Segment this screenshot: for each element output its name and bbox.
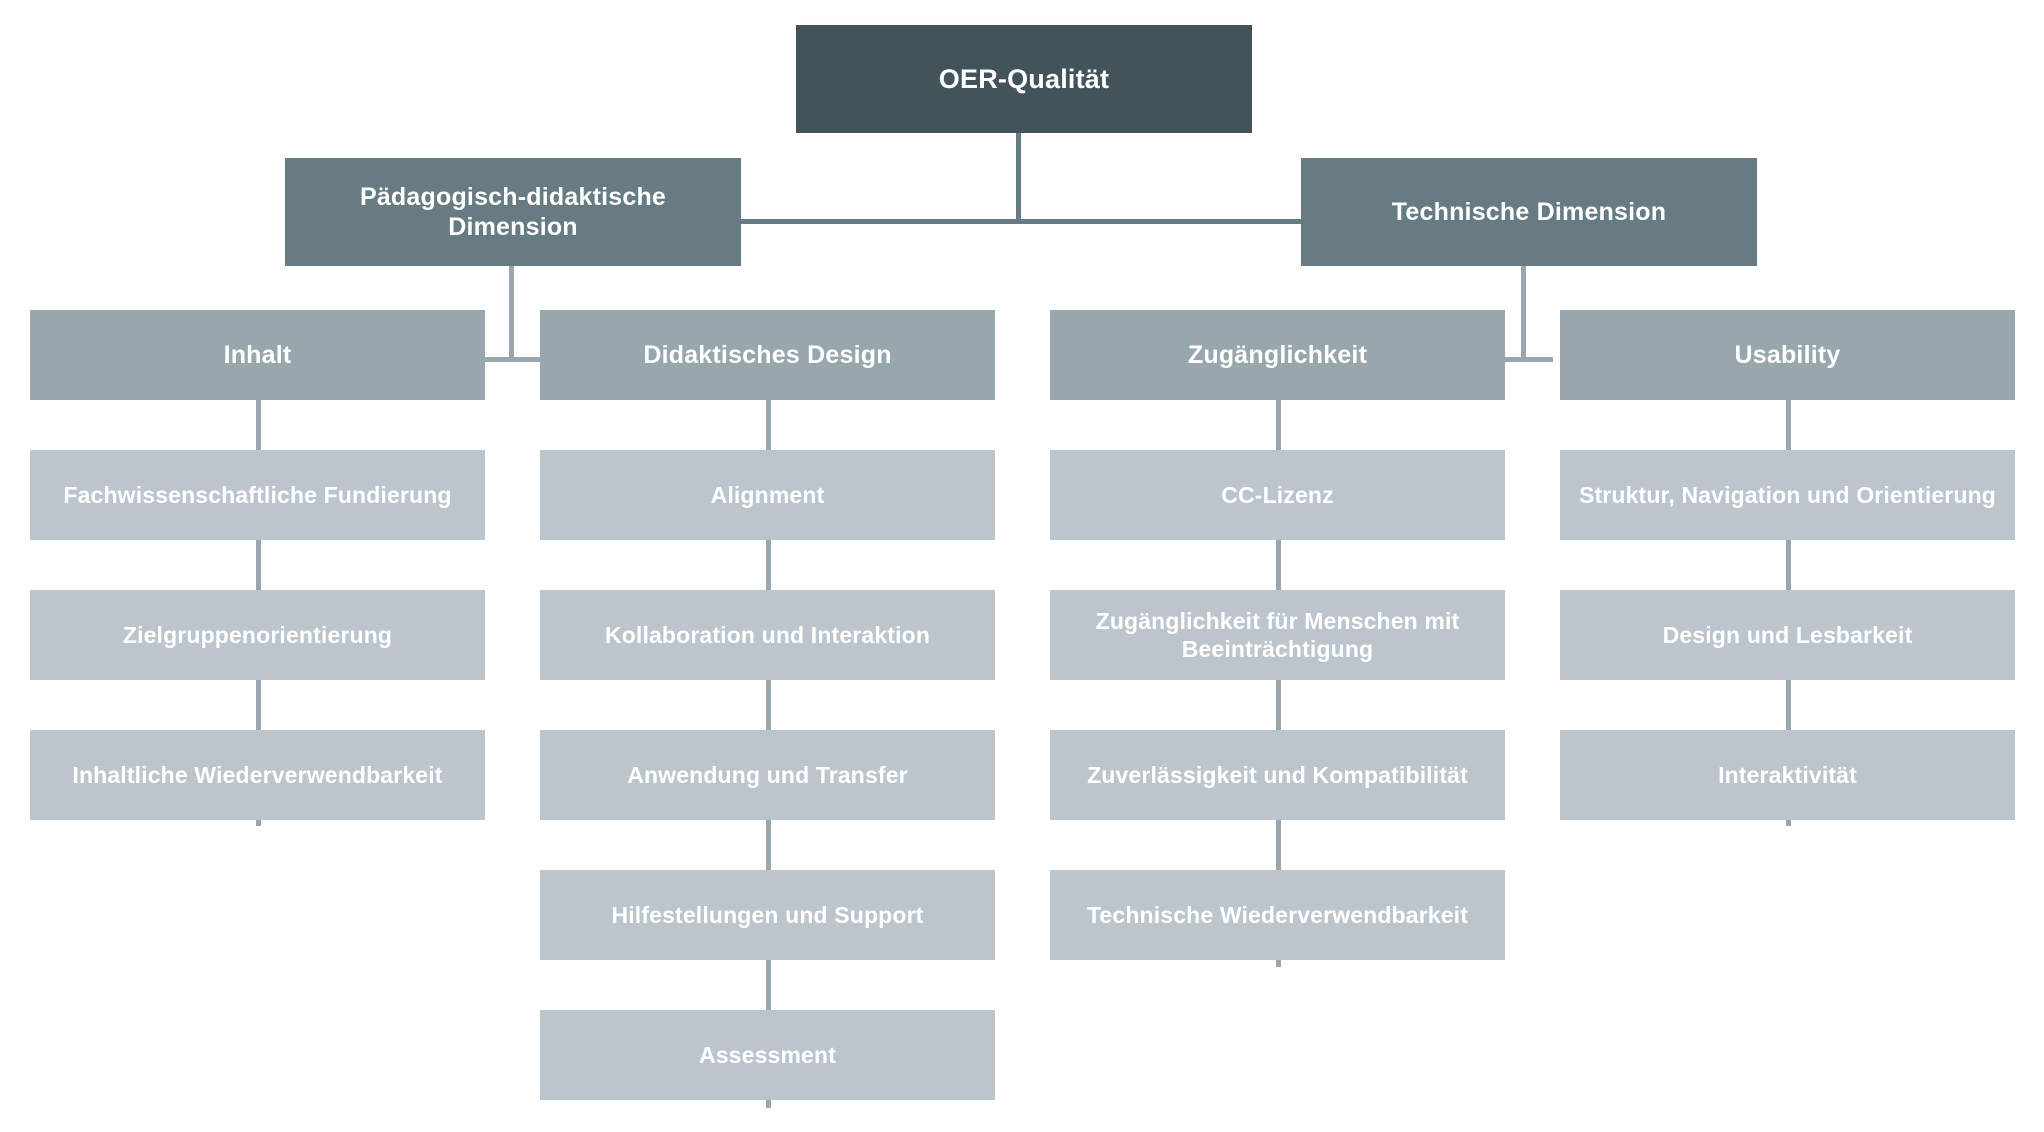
connector-root-vertical — [1016, 133, 1021, 223]
connector-technical-vertical — [1521, 265, 1526, 361]
node-root-oer-qualitaet[interactable]: OER-Qualität — [796, 25, 1252, 133]
node-criterion-anwendung-und-transfer[interactable]: Anwendung und Transfer — [540, 730, 995, 820]
connector-technical-horizontal — [1495, 357, 1553, 362]
node-category-zugaenglichkeit[interactable]: Zugänglichkeit — [1050, 310, 1505, 400]
node-criterion-zielgruppenorientierung[interactable]: Zielgruppenorientierung — [30, 590, 485, 680]
node-category-inhalt[interactable]: Inhalt — [30, 310, 485, 400]
node-criterion-zuverlaessigkeit-und-kompatibilitaet[interactable]: Zuverlässigkeit und Kompatibilität — [1050, 730, 1505, 820]
node-criterion-alignment[interactable]: Alignment — [540, 450, 995, 540]
node-dimension-technical[interactable]: Technische Dimension — [1301, 158, 1757, 266]
connector-pedagogical-vertical — [509, 265, 514, 361]
connector-column-zugaenglichkeit — [1276, 400, 1281, 967]
node-criterion-inhaltliche-wiederverwendbarkeit[interactable]: Inhaltliche Wiederverwendbarkeit — [30, 730, 485, 820]
node-criterion-zugaenglichkeit-beeintraechtigung[interactable]: Zugänglichkeit für Menschen mit Beeinträ… — [1050, 590, 1505, 680]
connector-pedagogical-horizontal — [483, 357, 541, 362]
node-criterion-interaktivitaet[interactable]: Interaktivität — [1560, 730, 2015, 820]
node-criterion-fachwissenschaftliche-fundierung[interactable]: Fachwissenschaftliche Fundierung — [30, 450, 485, 540]
node-criterion-assessment[interactable]: Assessment — [540, 1010, 995, 1100]
node-category-usability[interactable]: Usability — [1560, 310, 2015, 400]
connector-dimension-horizontal — [740, 219, 1302, 224]
node-criterion-technische-wiederverwendbarkeit[interactable]: Technische Wiederverwendbarkeit — [1050, 870, 1505, 960]
node-criterion-struktur-navigation-orientierung[interactable]: Struktur, Navigation und Orientierung — [1560, 450, 2015, 540]
node-criterion-design-und-lesbarkeit[interactable]: Design und Lesbarkeit — [1560, 590, 2015, 680]
node-category-didaktisches-design[interactable]: Didaktisches Design — [540, 310, 995, 400]
node-criterion-hilfestellungen-und-support[interactable]: Hilfestellungen und Support — [540, 870, 995, 960]
node-criterion-cc-lizenz[interactable]: CC-Lizenz — [1050, 450, 1505, 540]
node-dimension-pedagogical[interactable]: Pädagogisch-didaktische Dimension — [285, 158, 741, 266]
node-criterion-kollaboration-und-interaktion[interactable]: Kollaboration und Interaktion — [540, 590, 995, 680]
